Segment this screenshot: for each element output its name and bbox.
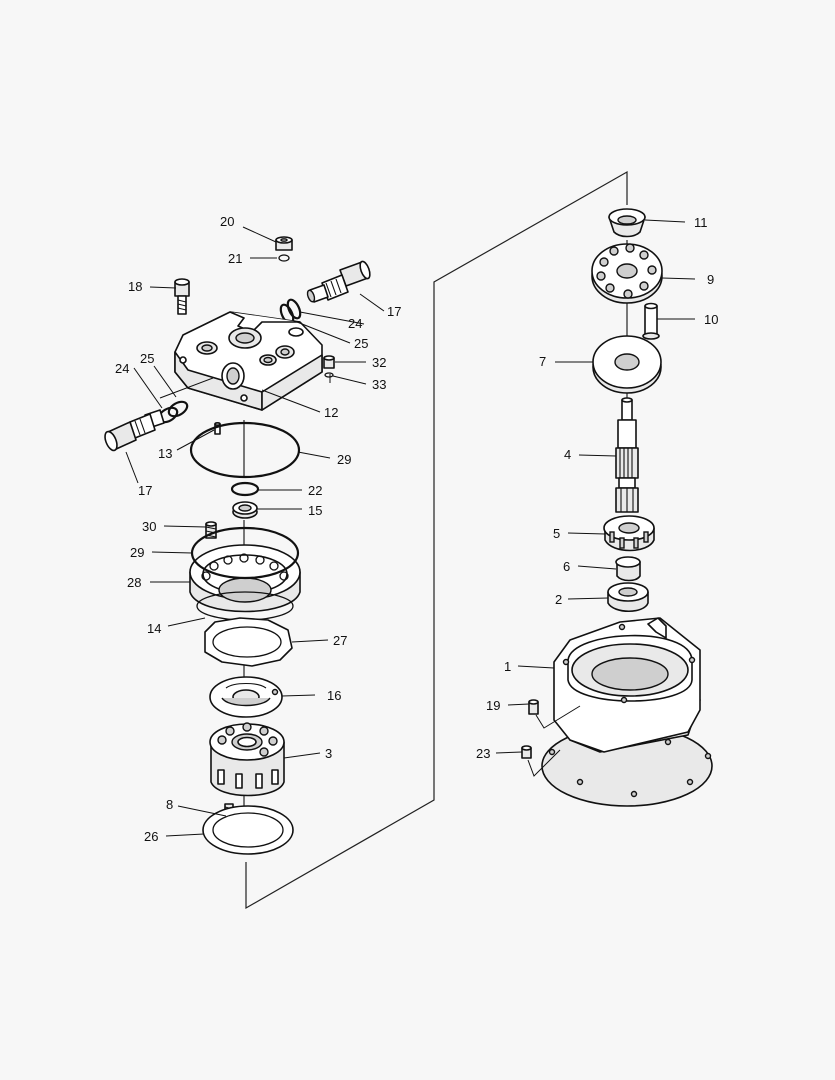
callout-23: 23 <box>476 746 490 761</box>
part-9-retainer-plate <box>591 243 663 304</box>
callout-17-upper: 17 <box>387 304 401 319</box>
part-17-relief-valve-lower <box>104 409 165 452</box>
callout-8: 8 <box>166 797 173 812</box>
callout-30: 30 <box>142 519 156 534</box>
callout-29-lower: 29 <box>130 545 144 560</box>
part-4-drive-shaft <box>615 397 639 513</box>
part-28-brake-piston <box>189 544 301 613</box>
callout-4: 4 <box>564 447 571 462</box>
callout-12: 12 <box>324 405 338 420</box>
callout-26: 26 <box>144 829 158 844</box>
callout-10: 10 <box>704 312 718 327</box>
part-23-plug <box>521 745 532 759</box>
part-27-friction-plate <box>204 617 293 667</box>
callout-22: 22 <box>308 483 322 498</box>
callout-13: 13 <box>158 446 172 461</box>
part-3-cylinder-block <box>209 722 285 797</box>
part-16-valve-plate <box>209 676 283 718</box>
callout-11: 11 <box>694 215 708 230</box>
callout-7: 7 <box>539 354 546 369</box>
part-24-backup-ring-upper <box>286 298 302 320</box>
part-11-cap <box>608 208 646 238</box>
callout-17-lower: 17 <box>138 483 152 498</box>
callout-33: 33 <box>372 377 386 392</box>
part-2-bearing <box>607 582 649 613</box>
part-33-o-ring <box>324 372 334 378</box>
part-6-bushing <box>615 556 641 582</box>
callout-24-lower: 24 <box>115 361 129 376</box>
callout-29-upper: 29 <box>337 452 351 467</box>
part-22-o-ring <box>230 481 260 497</box>
part-21-o-ring <box>278 254 290 262</box>
part-12-valve-casing <box>174 311 323 411</box>
callout-5: 5 <box>553 526 560 541</box>
part-20-plug <box>275 236 293 251</box>
callout-28: 28 <box>127 575 141 590</box>
callout-1: 1 <box>504 659 511 674</box>
part-25-o-ring-lower <box>167 400 189 418</box>
callout-6: 6 <box>563 559 570 574</box>
part-19-plug <box>528 699 539 715</box>
callout-19: 19 <box>486 698 500 713</box>
leader-lines <box>125 219 696 837</box>
part-10-pin <box>642 302 660 340</box>
callout-25-lower: 25 <box>140 351 154 366</box>
part-18-socket-bolt <box>174 278 190 315</box>
part-13-pin <box>214 421 221 435</box>
callout-27: 27 <box>333 633 347 648</box>
callout-20: 20 <box>220 214 234 229</box>
callout-32: 32 <box>372 355 386 370</box>
part-5-roller-bearing <box>603 515 655 552</box>
callout-9: 9 <box>707 272 714 287</box>
callout-21: 21 <box>228 251 242 266</box>
part-15-bearing <box>232 501 258 519</box>
part-26-separator-plate <box>202 805 294 855</box>
part-32-plug <box>323 355 335 369</box>
part-29-o-ring-upper <box>189 421 301 479</box>
callout-24-upper: 24 <box>348 316 362 331</box>
callout-25-upper: 25 <box>354 336 368 351</box>
callout-3: 3 <box>325 746 332 761</box>
callout-15: 15 <box>308 503 322 518</box>
part-7-shoe-plate <box>592 335 662 394</box>
callout-16: 16 <box>327 688 341 703</box>
part-17-relief-valve-upper <box>306 260 371 303</box>
part-1-housing <box>541 617 713 807</box>
callout-14: 14 <box>147 621 161 636</box>
callout-18: 18 <box>128 279 142 294</box>
assembly-frame-line <box>245 170 628 910</box>
callout-2: 2 <box>555 592 562 607</box>
